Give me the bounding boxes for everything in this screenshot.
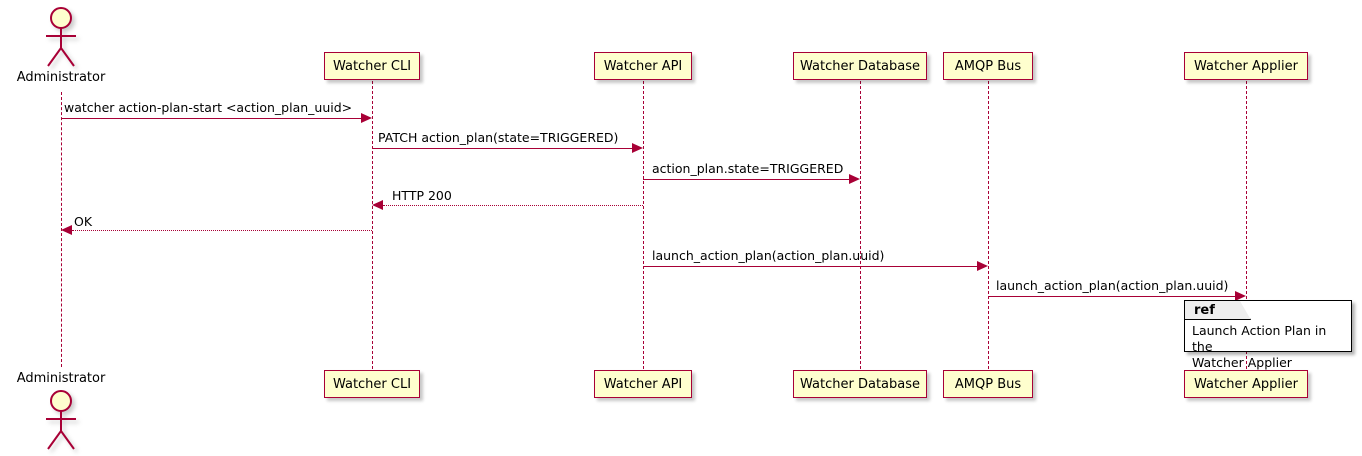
participant-box-watcher-database-bottom[interactable]: Watcher Database — [793, 370, 927, 398]
ref-fragment-body: Launch Action Plan in the Watcher Applie… — [1185, 321, 1351, 371]
participant-label-watcher-database-bottom: Watcher Database — [800, 376, 920, 392]
lifeline-watcher-applier — [1246, 81, 1247, 369]
message-arrowhead-http-200 — [372, 200, 383, 210]
message-arrowhead-watcher-action-plan-start — [361, 113, 372, 123]
participant-label-watcher-applier-top: Watcher Applier — [1194, 58, 1298, 74]
actor-stick-figure-icon — [46, 390, 76, 450]
participant-box-watcher-applier-top[interactable]: Watcher Applier — [1184, 52, 1308, 80]
participant-label-amqp-bus-top: AMQP Bus — [954, 58, 1022, 74]
message-arrowhead-patch-action-plan — [632, 143, 643, 153]
message-line-http-200 — [383, 205, 643, 206]
message-line-patch-action-plan — [372, 148, 632, 149]
actor-administrator-bottom — [21, 389, 101, 451]
participant-label-watcher-applier-bottom: Watcher Applier — [1194, 376, 1298, 392]
message-arrowhead-ok — [61, 225, 72, 235]
participant-box-watcher-database-top[interactable]: Watcher Database — [793, 52, 927, 80]
ref-fragment-body-line-1: Launch Action Plan in the — [1192, 323, 1327, 354]
ref-fragment-tab-label: ref — [1194, 302, 1215, 318]
message-arrowhead-launch-action-plan-api-to-bus — [977, 261, 988, 271]
message-label-ok: OK — [74, 214, 93, 229]
ref-fragment-tab: ref — [1185, 301, 1251, 320]
message-label-launch-action-plan-bus-to-applier: launch_action_plan(action_plan.uuid) — [996, 278, 1229, 293]
message-line-watcher-action-plan-start — [61, 118, 361, 119]
participant-box-watcher-applier-bottom[interactable]: Watcher Applier — [1184, 370, 1308, 398]
participant-box-watcher-cli-bottom[interactable]: Watcher CLI — [324, 370, 420, 398]
lifeline-watcher-database — [860, 81, 861, 369]
actor-label-administrator-top: Administrator — [16, 70, 106, 85]
actor-stick-figure-icon — [46, 7, 76, 67]
participant-box-amqp-bus-bottom[interactable]: AMQP Bus — [943, 370, 1033, 398]
actor-administrator-top — [21, 6, 101, 68]
message-arrowhead-action-plan-state-triggered — [849, 174, 860, 184]
message-label-patch-action-plan: PATCH action_plan(state=TRIGGERED) — [378, 130, 619, 145]
message-line-launch-action-plan-api-to-bus — [643, 266, 977, 267]
message-line-launch-action-plan-bus-to-applier — [988, 296, 1235, 297]
message-line-action-plan-state-triggered — [643, 179, 849, 180]
participant-label-watcher-database-top: Watcher Database — [800, 58, 920, 74]
participant-label-watcher-api-top: Watcher API — [603, 58, 683, 74]
participant-box-watcher-api-bottom[interactable]: Watcher API — [594, 370, 692, 398]
message-line-ok — [72, 230, 372, 231]
participant-label-watcher-cli-top: Watcher CLI — [332, 58, 412, 74]
message-label-action-plan-state-triggered: action_plan.state=TRIGGERED — [652, 161, 844, 176]
participant-box-amqp-bus-top[interactable]: AMQP Bus — [943, 52, 1033, 80]
actor-label-administrator-bottom: Administrator — [16, 371, 106, 386]
participant-box-watcher-cli-top[interactable]: Watcher CLI — [324, 52, 420, 80]
participant-label-watcher-cli-bottom: Watcher CLI — [332, 376, 412, 392]
ref-fragment-body-line-2: Watcher Applier — [1192, 355, 1292, 370]
message-label-watcher-action-plan-start: watcher action-plan-start <action_plan_u… — [64, 100, 353, 115]
message-label-launch-action-plan-api-to-bus: launch_action_plan(action_plan.uuid) — [652, 248, 885, 263]
participant-box-watcher-api-top[interactable]: Watcher API — [594, 52, 692, 80]
message-label-http-200: HTTP 200 — [392, 188, 452, 203]
participant-label-watcher-api-bottom: Watcher API — [603, 376, 683, 392]
lifeline-watcher-api — [643, 81, 644, 369]
lifeline-amqp-bus — [988, 81, 989, 369]
participant-label-amqp-bus-bottom: AMQP Bus — [954, 376, 1022, 392]
ref-fragment-box[interactable]: ref Launch Action Plan in the Watcher Ap… — [1184, 300, 1352, 370]
lifeline-watcher-cli — [372, 81, 373, 369]
message-arrowhead-launch-action-plan-bus-to-applier — [1235, 291, 1246, 301]
